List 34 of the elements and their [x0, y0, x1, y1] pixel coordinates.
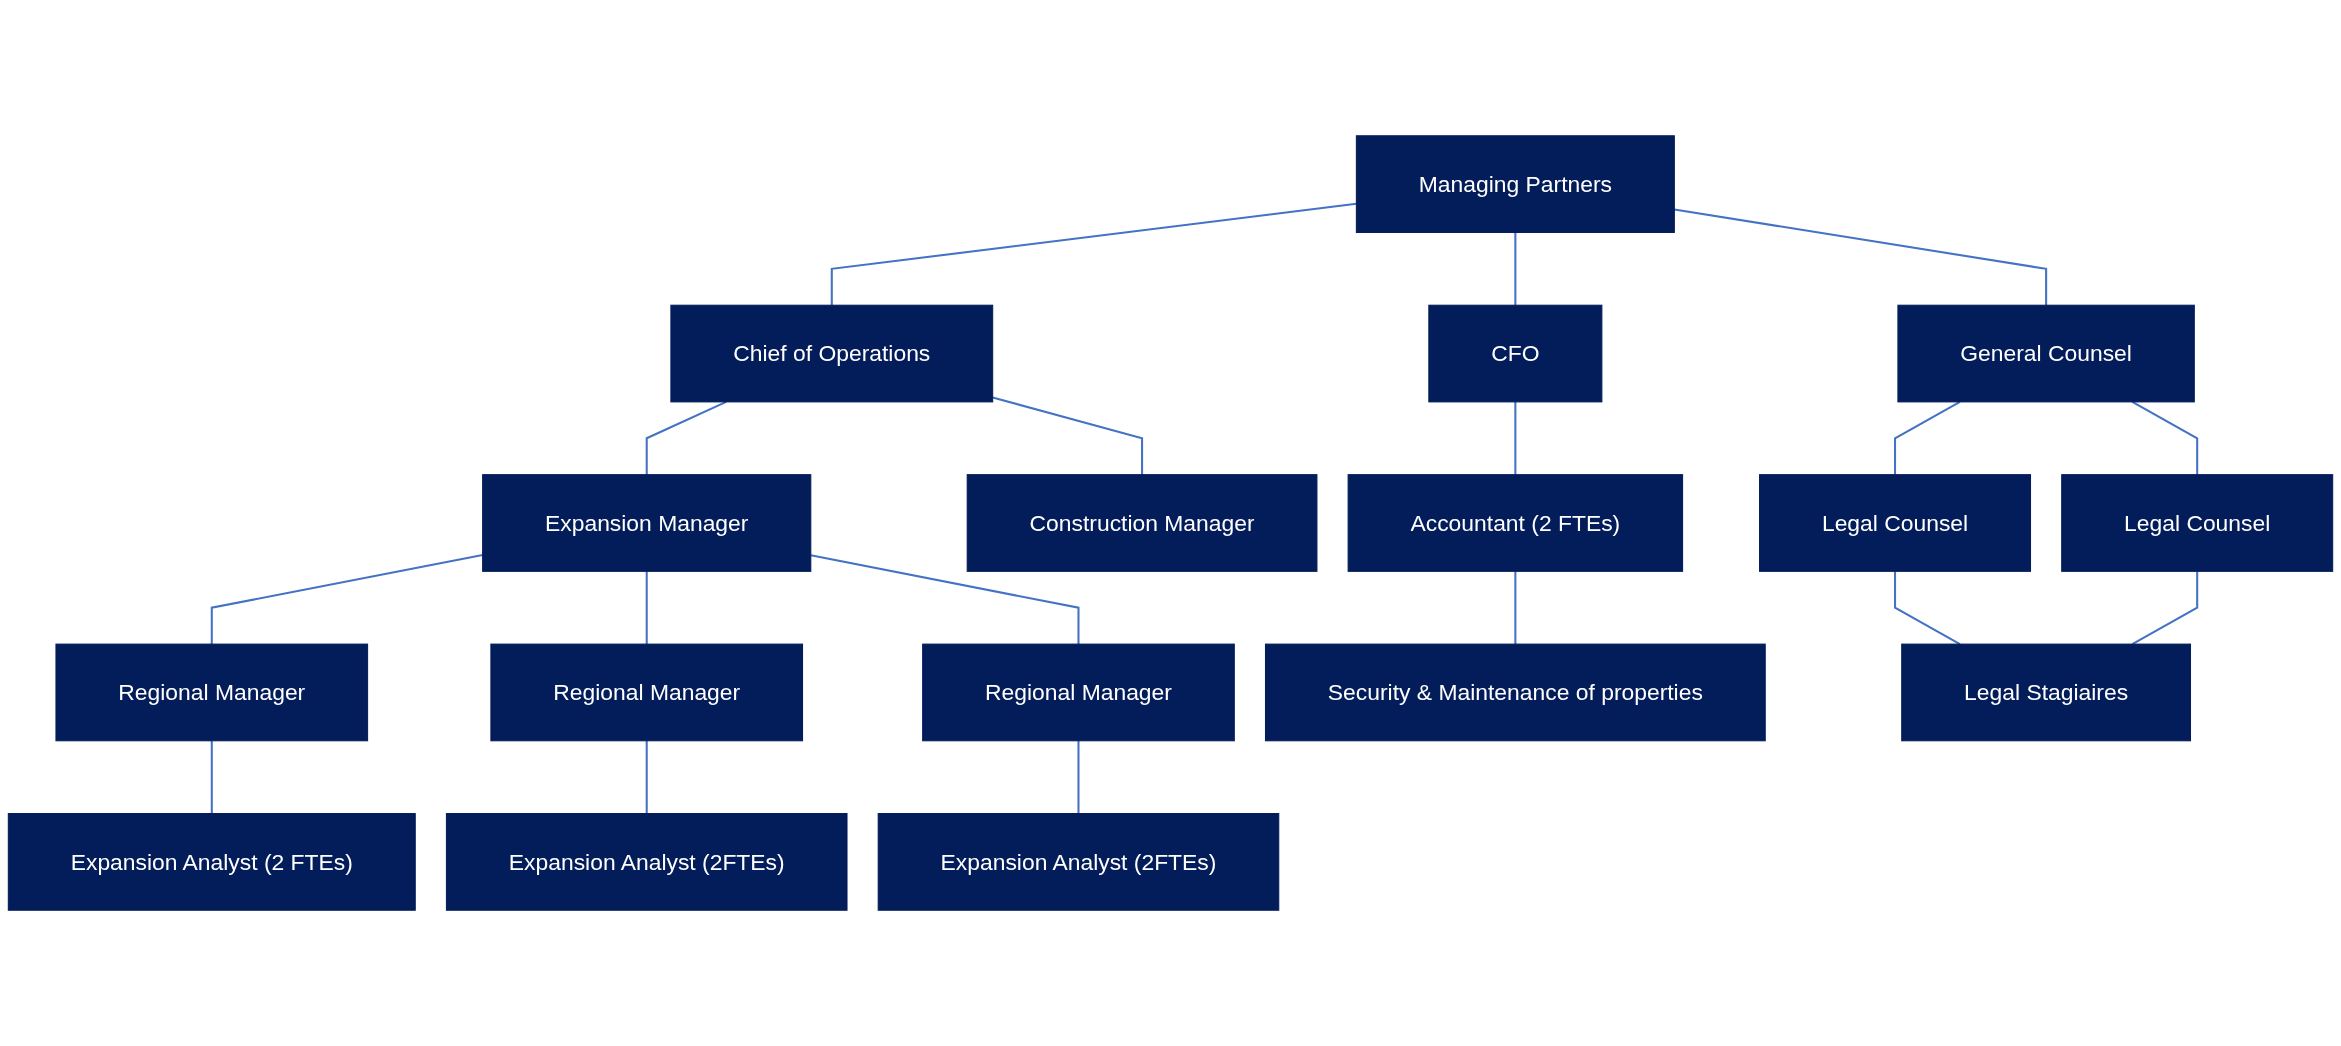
connector: [1674, 208, 2048, 306]
connector: [810, 554, 1080, 645]
node-box: Legal Counsel: [2061, 474, 2334, 572]
node-box: Expansion Analyst (2FTEs): [445, 813, 848, 911]
connector: [645, 571, 648, 645]
connector: [210, 553, 483, 645]
node-box: CFO: [1428, 304, 1603, 403]
connector: [992, 396, 1144, 475]
node-box: Expansion Analyst (2 FTEs): [7, 813, 416, 911]
node-box: Regional Manager: [490, 643, 804, 742]
node-box: Expansion Analyst (2FTEs): [877, 813, 1280, 911]
node-box: Legal Counsel: [1759, 474, 2032, 572]
node-box: Regional Manager: [922, 643, 1235, 742]
node-box: Legal Stagiaires: [1901, 643, 2191, 742]
node-box: Managing Partners: [1355, 135, 1675, 233]
connector: [1894, 401, 1961, 475]
node-box: Expansion Manager: [482, 474, 812, 572]
connector: [830, 202, 1357, 306]
connector: [645, 400, 727, 475]
node-box: Regional Manager: [55, 643, 369, 742]
node-box: Accountant (2 FTEs): [1347, 474, 1684, 572]
connector: [2131, 401, 2199, 475]
connector: [1514, 571, 1517, 645]
connector: [210, 740, 213, 814]
connector: [1894, 571, 1961, 645]
connector: [645, 740, 648, 814]
node-box: General Counsel: [1897, 304, 2195, 403]
connector: [1514, 232, 1517, 306]
node-box: Chief of Operations: [670, 304, 994, 403]
node-box: Construction Manager: [966, 474, 1318, 572]
connector: [2131, 571, 2199, 645]
connector: [1514, 401, 1517, 475]
connector: [1077, 740, 1080, 814]
node-box: Security & Maintenance of properties: [1264, 643, 1766, 742]
